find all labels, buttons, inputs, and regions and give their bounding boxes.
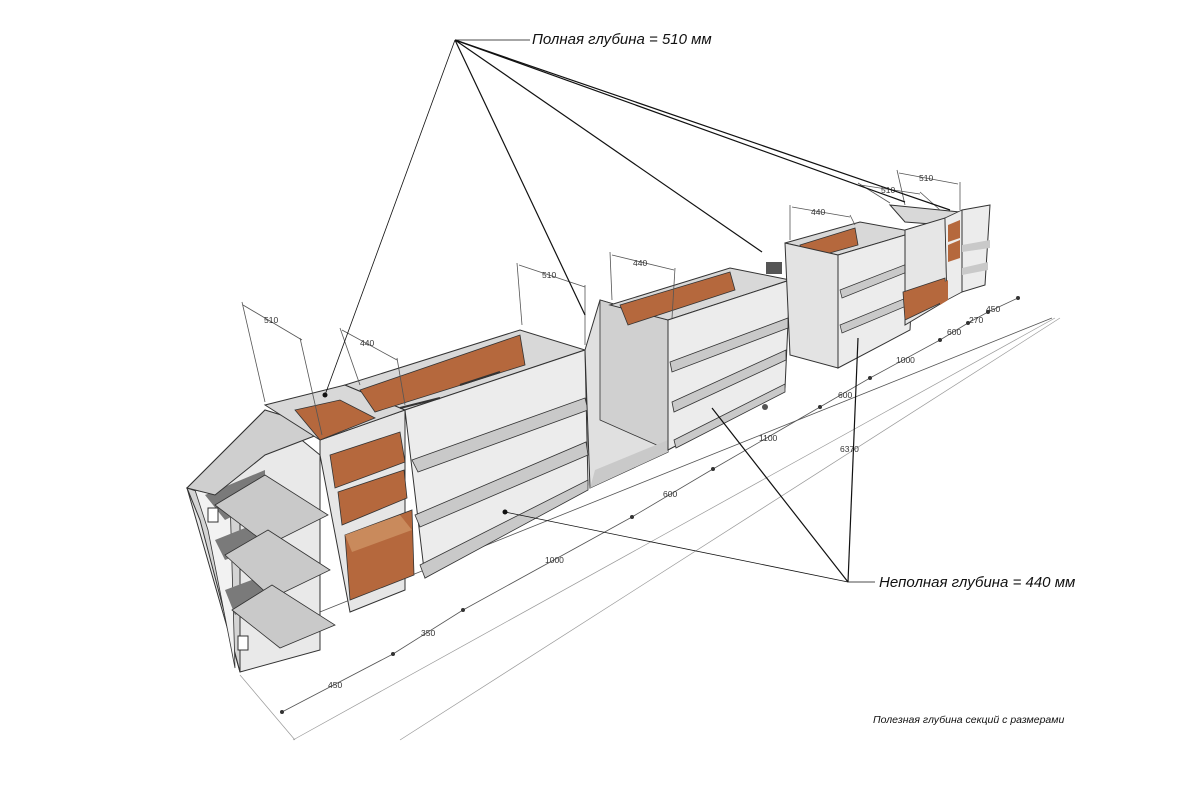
- full-depth-callout: Полная глубина = 510 мм: [532, 31, 712, 48]
- depth-label: 440: [811, 207, 825, 217]
- depth-label: 510: [881, 185, 895, 195]
- leader-dot: [502, 509, 508, 515]
- depth-label: 510: [919, 173, 933, 183]
- width-label: 1100: [759, 433, 778, 443]
- width-label: 1000: [545, 555, 564, 565]
- cabinet-bay-600: [584, 299, 669, 489]
- width-label: 600: [663, 489, 677, 499]
- partial-depth-leaders: [504, 337, 875, 583]
- width-label: 350: [421, 628, 435, 638]
- dimension-labels: 510 440 510 440 440 510 510 450 350 1000…: [264, 173, 1000, 690]
- ground-lines: [239, 317, 1061, 741]
- width-label: 450: [986, 304, 1000, 314]
- depth-label: 510: [264, 315, 278, 325]
- depth-label: 440: [360, 338, 374, 348]
- cabinet-drawers-1000: [888, 204, 963, 326]
- width-label: 600: [947, 327, 961, 337]
- cabinet-drawers-350: [263, 384, 415, 613]
- cabinet-corner-450: [186, 409, 336, 673]
- width-label: 1000: [896, 355, 915, 365]
- cabinet-end-450: [961, 204, 991, 293]
- leader-dot: [322, 392, 328, 398]
- partial-depth-callout: Неполная глубина = 440 мм: [879, 574, 1076, 591]
- width-ticks: [280, 296, 1020, 714]
- total-width-label: 6370: [840, 444, 859, 454]
- depth-label: 440: [633, 258, 647, 268]
- diagram-caption: Полезная глубина секций с размерами: [873, 714, 1065, 726]
- width-label: 600: [838, 390, 852, 400]
- width-label: 450: [328, 680, 342, 690]
- cabinet-shelves-1000: [343, 329, 589, 579]
- width-label: 270: [969, 315, 983, 325]
- depth-label: 510: [542, 270, 556, 280]
- cabinet-tall-600: [784, 221, 916, 369]
- full-depth-leaders: [324, 39, 951, 396]
- cabinet-shelves-1100: [608, 262, 792, 451]
